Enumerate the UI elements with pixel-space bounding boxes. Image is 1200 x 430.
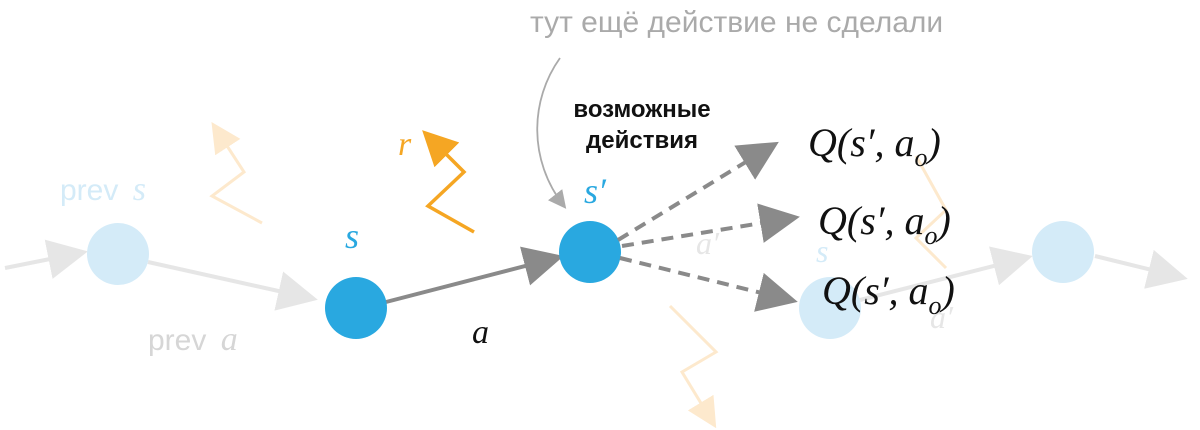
label-r: r bbox=[398, 126, 412, 163]
node-s bbox=[325, 277, 387, 339]
faded-node-far bbox=[1032, 221, 1094, 283]
faded-reward-zigzag-right bbox=[913, 155, 948, 270]
annotation-not-acted-yet: тут ещё действие не сделали bbox=[530, 6, 943, 39]
label-possible-actions-1: возможные bbox=[573, 96, 710, 123]
dashed-action-arrow-2 bbox=[621, 203, 800, 248]
dashed-action-arrow-3 bbox=[619, 256, 798, 312]
faded-label-s: s bbox=[816, 233, 828, 269]
label-s: s bbox=[345, 216, 359, 256]
action-arrow bbox=[385, 246, 564, 304]
faded-arrow-outgoing bbox=[1094, 249, 1188, 289]
faded-label-prev-a: prev a bbox=[148, 321, 238, 358]
faded-node-next bbox=[799, 277, 861, 339]
q-value-3: Q(s′, ao) bbox=[822, 268, 955, 320]
faded-reward-zigzag-left bbox=[209, 121, 263, 225]
label-a: a bbox=[472, 314, 489, 351]
node-s-prime bbox=[559, 221, 621, 283]
label-s-prime: s′ bbox=[584, 171, 607, 211]
faded-arrow-right-1 bbox=[859, 246, 1033, 302]
faded-arrow-incoming bbox=[4, 239, 88, 279]
q-value-2: Q(s′, ao) bbox=[818, 198, 951, 250]
faded-label-a-prime-right: a′ bbox=[930, 299, 954, 335]
label-possible-actions-2: действия bbox=[586, 127, 698, 154]
annotation-curved-arrow bbox=[536, 57, 567, 209]
dashed-action-arrow-1 bbox=[616, 141, 779, 242]
faded-node-prev-s bbox=[87, 223, 149, 285]
faded-reward-zigzag-bottom bbox=[668, 304, 719, 429]
faded-label-prev-s: prev s bbox=[60, 171, 146, 208]
q-value-1: Q(s′, ao) bbox=[808, 120, 941, 172]
reward-zigzag bbox=[422, 130, 475, 234]
faded-arrow-prev-a bbox=[147, 260, 318, 311]
